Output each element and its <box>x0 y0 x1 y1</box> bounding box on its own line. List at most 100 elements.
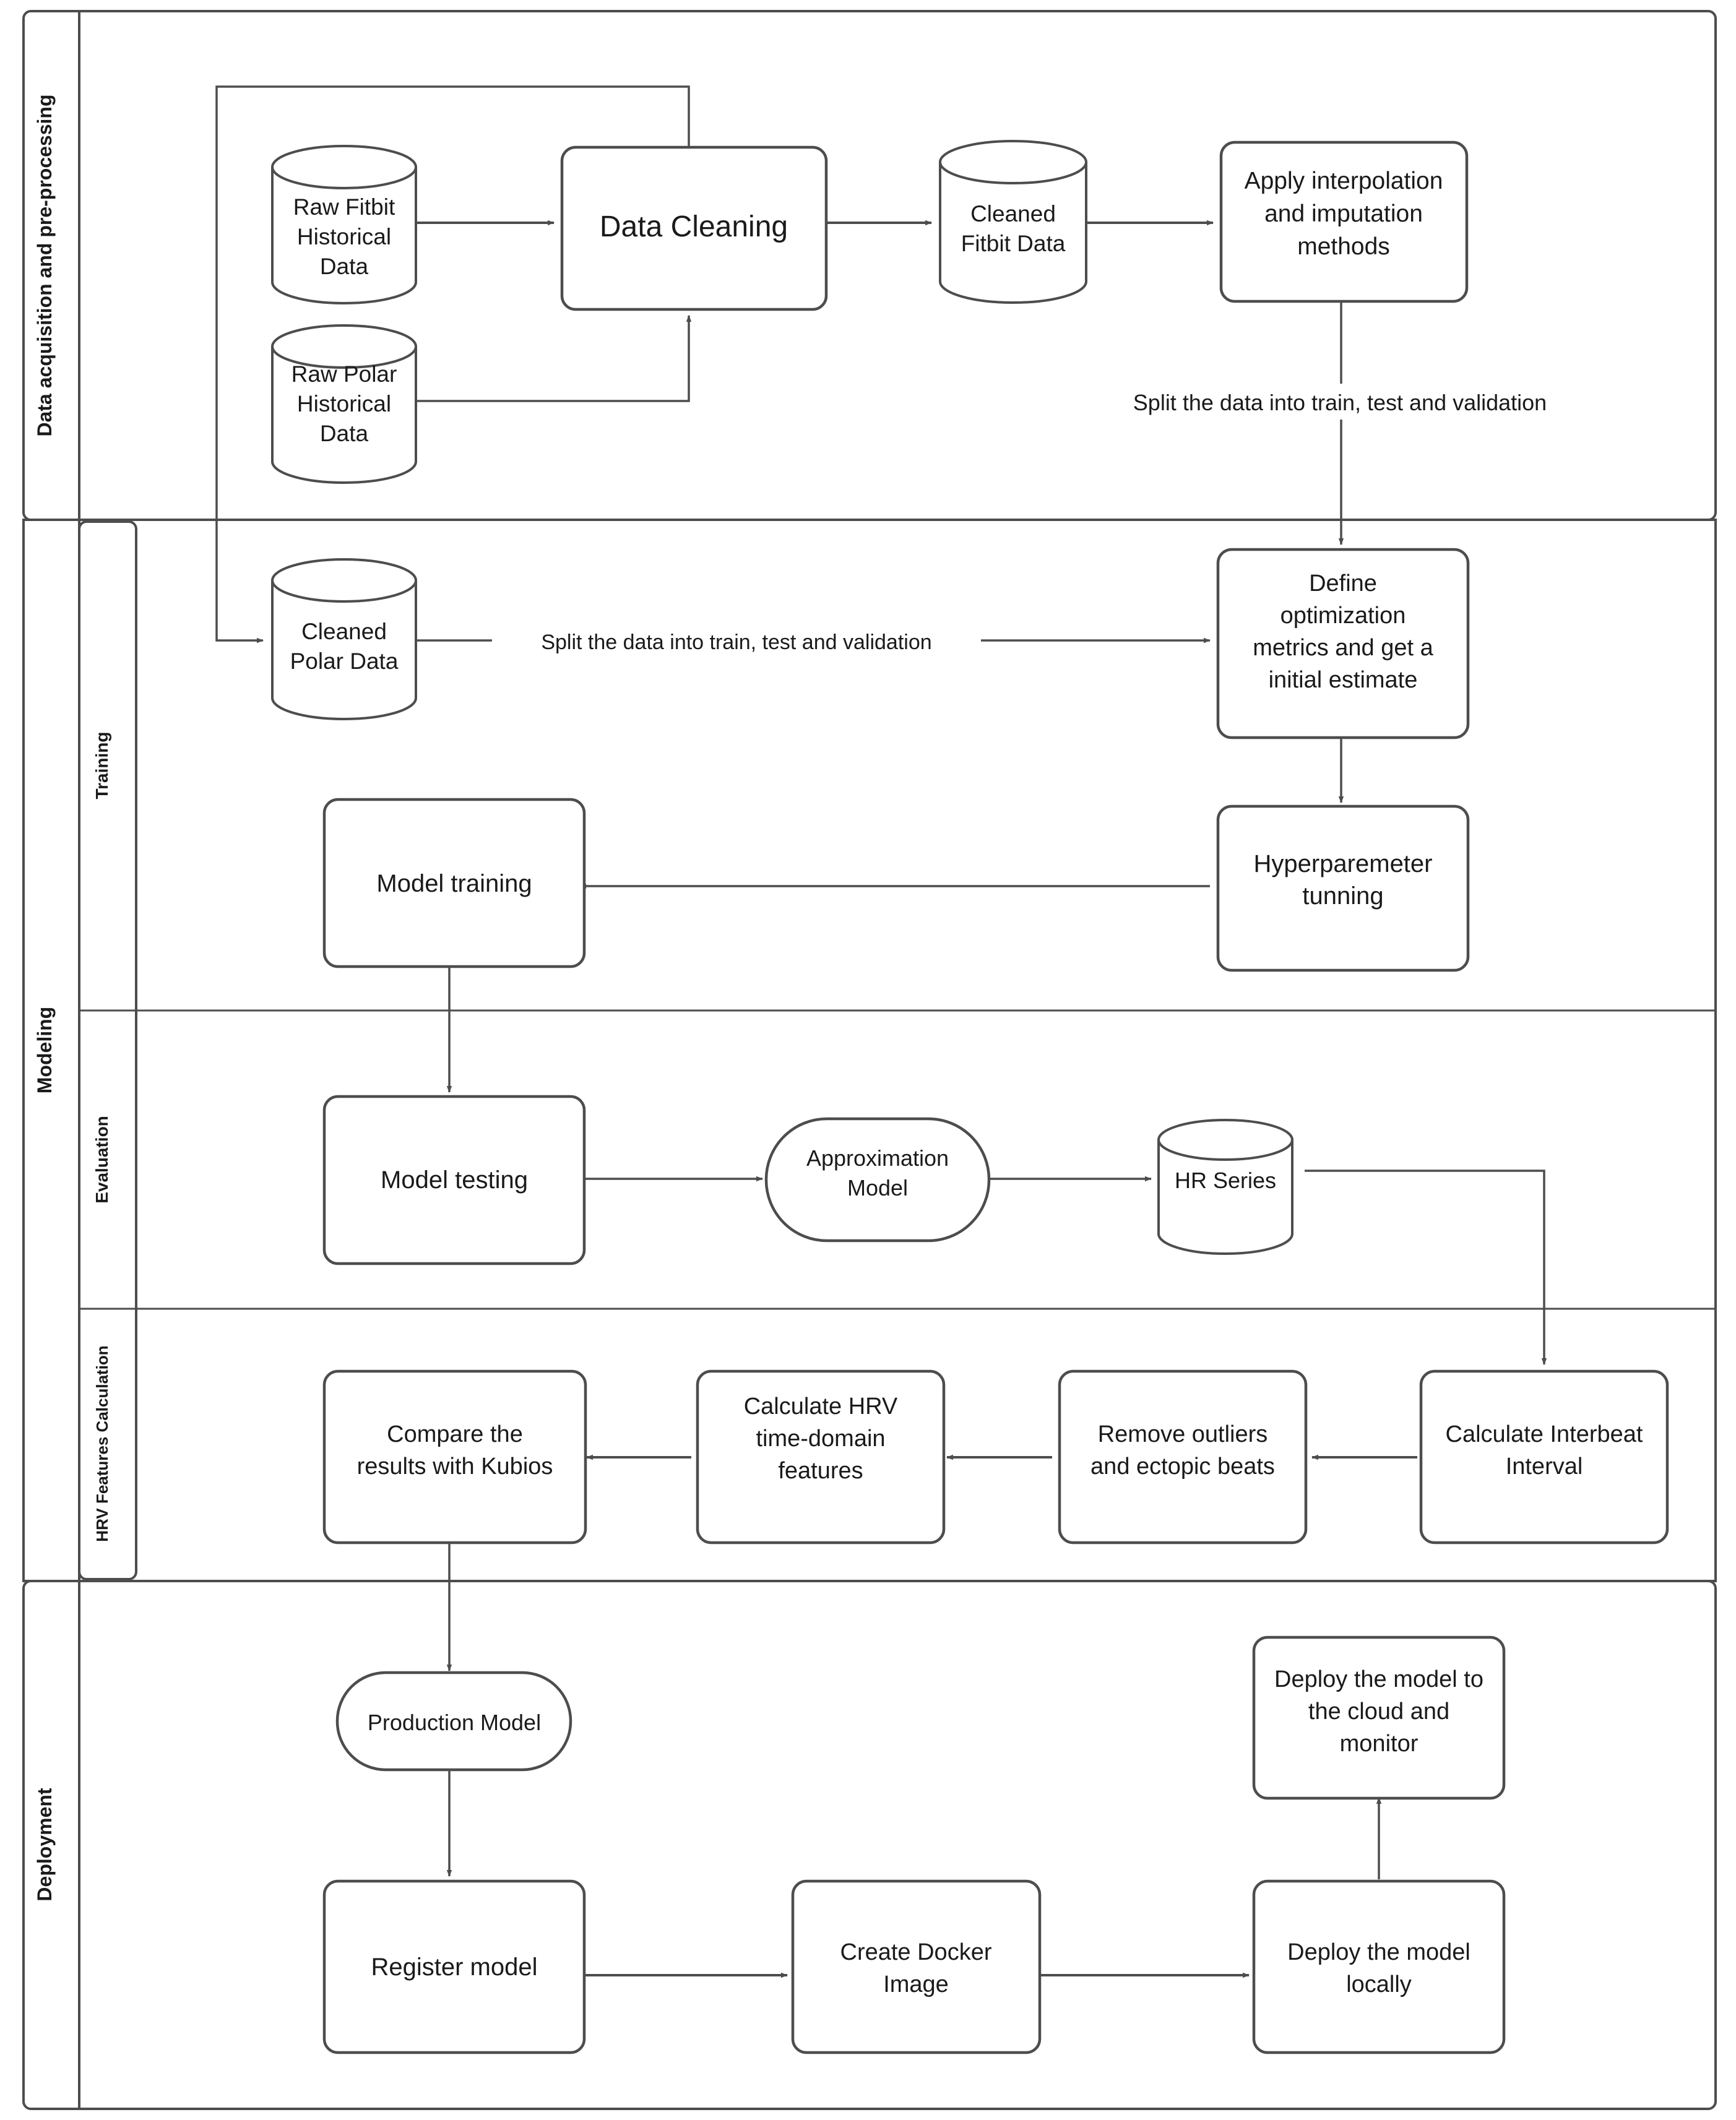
node-compare-kubios[interactable]: Compare the results with Kubios <box>322 1369 587 1545</box>
cylinder-shape <box>1157 1119 1293 1255</box>
node-label-line: metrics and get a <box>1253 635 1433 661</box>
node-label-line: Calculate HRV <box>744 1394 898 1420</box>
node-label-line: Fitbit Data <box>961 231 1066 256</box>
node-label-line: Raw Polar <box>291 361 397 387</box>
lane-frames <box>22 10 1717 2110</box>
node-label-line: Model training <box>376 870 532 897</box>
lane-labels: Data acquisition and pre-processing Mode… <box>33 95 111 1902</box>
node-model-testing[interactable]: Model testing <box>322 1095 586 1265</box>
process-shape <box>1216 548 1470 739</box>
node-cleaned-polar[interactable]: Cleaned Polar Data <box>271 558 417 720</box>
lane-label-data-acquisition: Data acquisition and pre-processing <box>33 95 56 437</box>
edge-data-cleaning-to-cleaned-polar <box>215 85 690 644</box>
node-create-docker-image[interactable]: Create Docker Image <box>791 1879 1042 2054</box>
process-shape <box>322 1095 586 1265</box>
node-label-line: Cleaned <box>301 619 387 644</box>
node-label-line: initial estimate <box>1269 667 1418 693</box>
process-shape <box>1419 1369 1669 1545</box>
edge-labels: Split the data into train, test and vali… <box>492 384 1584 658</box>
process-shape <box>322 1369 587 1545</box>
lane-deployment-frame <box>22 1580 1717 2110</box>
node-label-line: Calculate Interbeat <box>1446 1421 1643 1447</box>
node-raw-polar[interactable]: Raw Polar Historical Data <box>271 324 417 484</box>
node-label-line: Approximation <box>806 1145 949 1171</box>
node-model-training[interactable]: Model training <box>322 798 586 968</box>
node-remove-outliers[interactable]: Remove outliers and ectopic beats <box>1058 1369 1308 1545</box>
cylinder-top <box>271 346 417 369</box>
node-label-line: locally <box>1346 1971 1412 1997</box>
node-hyperparameter-tuning[interactable]: Hyperparemeter tunning <box>1216 804 1470 972</box>
node-label-line: Polar Data <box>290 648 399 674</box>
node-label-line: methods <box>1297 233 1390 260</box>
nodes: Raw Fitbit Historical Data Raw Polar His… <box>271 140 1669 2054</box>
node-label-line: Data Cleaning <box>600 210 788 243</box>
node-calculate-hrv[interactable]: Calculate HRV time-domain features <box>696 1369 946 1545</box>
node-deploy-locally[interactable]: Deploy the model locally <box>1252 1879 1506 2054</box>
edge-raw-polar-to-data-cleaning <box>416 315 692 402</box>
cylinder-top <box>271 580 417 603</box>
node-label-line: Hyperparemeter <box>1253 850 1432 877</box>
lane-label-deployment: Deployment <box>33 1788 56 1901</box>
node-label-line: features <box>778 1458 863 1484</box>
edge-label-split-top-bg <box>1095 384 1584 420</box>
node-label-line: Interval <box>1506 1454 1583 1480</box>
cylinder-top <box>939 162 1087 184</box>
node-label-line: Define <box>1309 571 1377 597</box>
edge-label-split-top: Split the data into train, test and vali… <box>1133 390 1547 415</box>
process-shape <box>1058 1369 1308 1545</box>
node-production-model[interactable]: Production Model <box>335 1671 572 1772</box>
node-label-line: Compare the <box>387 1421 523 1447</box>
node-hr-series[interactable]: HR Series <box>1157 1119 1293 1255</box>
node-data-cleaning[interactable]: Data Cleaning <box>560 145 828 311</box>
node-label-line: optimization <box>1280 603 1406 629</box>
node-label-line: Data <box>320 254 369 279</box>
node-label-line: Deploy the model to <box>1274 1666 1483 1692</box>
node-label-line: Raw Fitbit <box>293 194 395 220</box>
edge-label-split-polar: Split the data into train, test and vali… <box>541 631 931 654</box>
node-label-line: tunning <box>1302 882 1383 910</box>
node-label-line: Image <box>883 1971 949 1997</box>
node-calculate-interbeat[interactable]: Calculate Interbeat Interval <box>1419 1369 1669 1545</box>
node-label-line: the cloud and <box>1308 1699 1449 1725</box>
node-raw-fitbit[interactable]: Raw Fitbit Historical Data <box>271 145 417 304</box>
node-label-line: HR Series <box>1175 1168 1276 1193</box>
process-shape <box>696 1369 946 1545</box>
node-label-line: Create Docker <box>840 1939 992 1965</box>
stadium-shape <box>764 1117 991 1243</box>
node-label-line: and imputation <box>1264 200 1423 227</box>
node-label-line: Historical <box>297 224 391 249</box>
cylinder-top <box>1157 1139 1293 1161</box>
modeling-sublane-label-column <box>78 520 137 1580</box>
node-label-line: Remove outliers <box>1098 1421 1268 1447</box>
node-label-line: Apply interpolation <box>1245 168 1443 194</box>
node-approximation-model[interactable]: Approximation Model <box>764 1117 991 1243</box>
node-label-line: Deploy the model <box>1287 1939 1470 1965</box>
node-define-optimization[interactable]: Define optimization metrics and get a in… <box>1216 548 1470 739</box>
node-deploy-cloud[interactable]: Deploy the model to the cloud and monito… <box>1252 1635 1506 1800</box>
process-shape <box>1252 1635 1506 1800</box>
node-register-model[interactable]: Register model <box>322 1879 586 2054</box>
node-label-line: and ectopic beats <box>1090 1454 1275 1480</box>
lane-label-training: Training <box>92 732 111 799</box>
lane-label-evaluation: Evaluation <box>92 1116 111 1204</box>
node-label-line: time-domain <box>756 1426 885 1452</box>
process-shape <box>322 1879 586 2054</box>
stadium-shape <box>335 1671 572 1772</box>
node-label-line: Production Model <box>368 1710 541 1735</box>
process-shape <box>1252 1879 1506 2054</box>
lane-label-modeling: Modeling <box>33 1007 56 1093</box>
node-apply-interpolation[interactable]: Apply interpolation and imputation metho… <box>1219 140 1469 303</box>
node-label-line: Model testing <box>381 1166 528 1194</box>
node-cleaned-fitbit[interactable]: Cleaned Fitbit Data <box>939 140 1087 304</box>
node-label-line: Cleaned <box>970 201 1056 226</box>
cylinder-top <box>271 166 417 189</box>
node-label-line: Data <box>320 421 369 446</box>
node-label-line: monitor <box>1340 1731 1419 1757</box>
node-label-line: results with Kubios <box>357 1454 553 1480</box>
edge-label-split-polar-bg <box>492 624 981 658</box>
node-label-line: Historical <box>297 391 391 416</box>
process-shape <box>322 798 586 968</box>
lane-label-hrv-features: HRV Features Calculation <box>93 1345 111 1541</box>
